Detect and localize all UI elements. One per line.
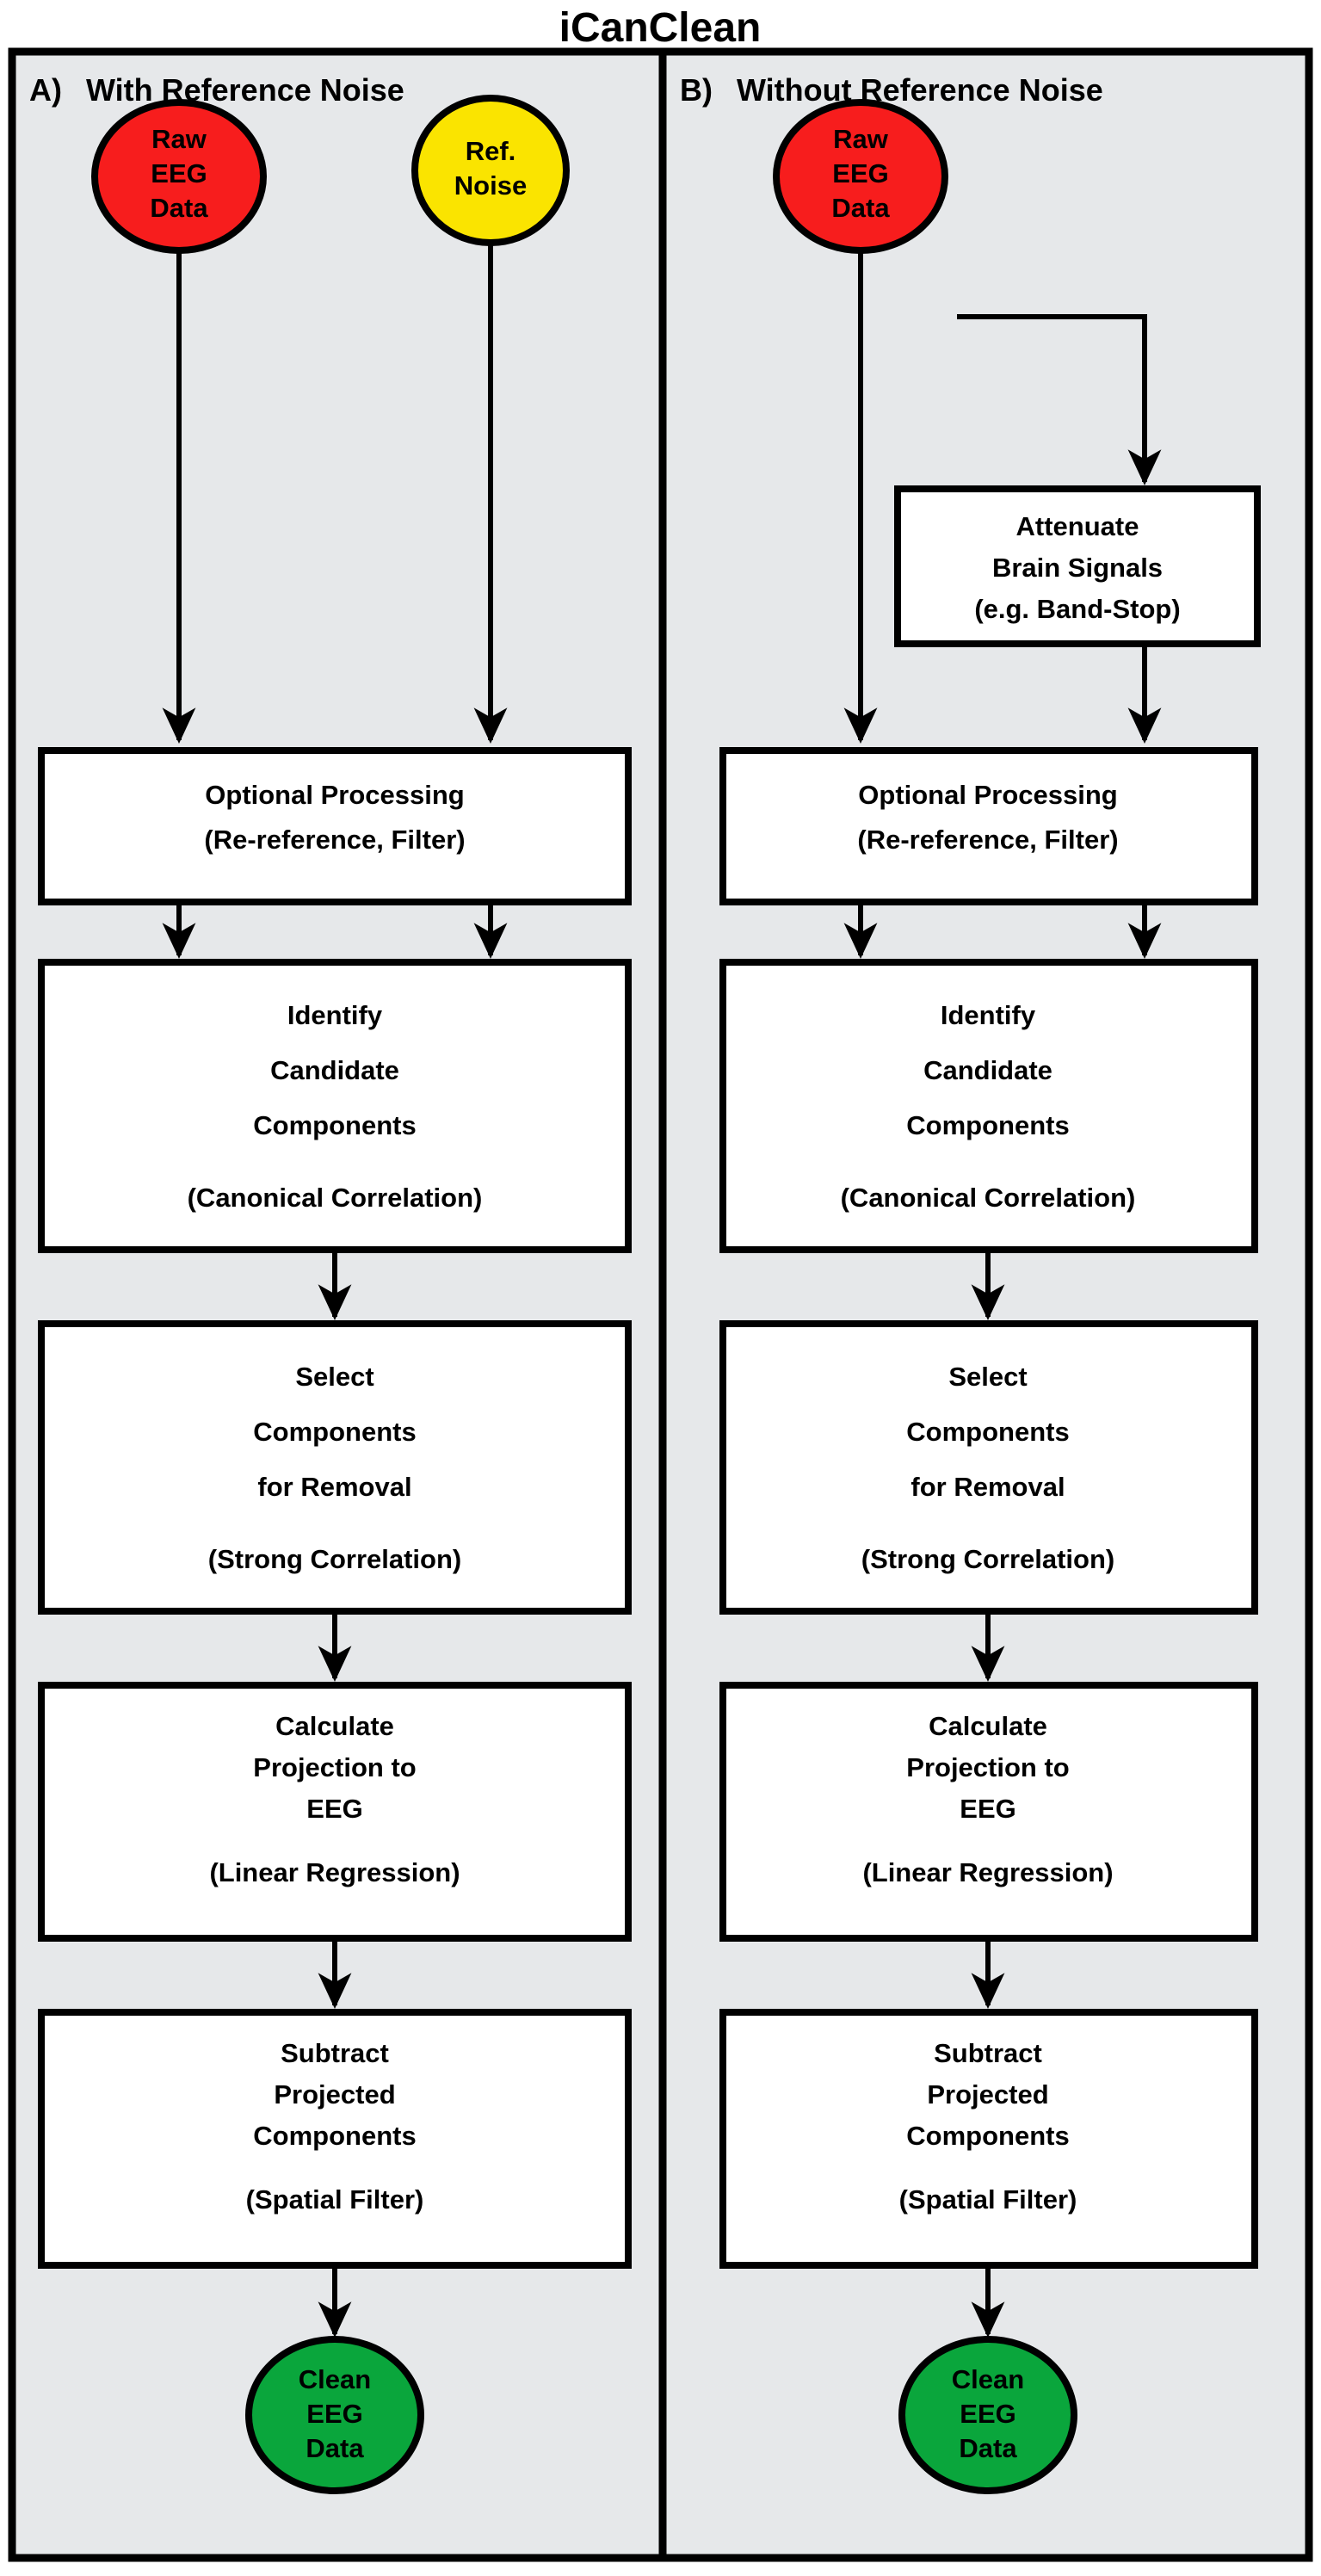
clean-eeg-line-3: Data [959, 2433, 1017, 2463]
optional-processing-line-1: Optional Processing [205, 780, 464, 810]
calculate-projection-box [38, 1682, 632, 1942]
panel-a-select-components-for-removal[interactable]: Select Components for Removal (Strong Co… [38, 1320, 632, 1615]
select-sub: (Strong Correlation) [861, 1544, 1115, 1574]
panel-b-attenuate-brain-signals[interactable]: Attenuate Brain Signals (e.g. Band-Stop) [894, 485, 1261, 647]
subtract-projected-box [719, 2009, 1258, 2269]
raw-eeg-ellipse [773, 99, 948, 254]
page-title: iCanClean [559, 5, 762, 51]
raw-eeg-line-2: EEG [151, 158, 207, 188]
subtract-projected-box [38, 2009, 632, 2269]
panel-b-identify-candidate-components[interactable]: Identify Candidate Components (Canonical… [719, 959, 1258, 1253]
subtract-line-2: Projected [927, 2079, 1048, 2110]
clean-eeg-ellipse [898, 2336, 1077, 2494]
clean-eeg-line-1: Clean [952, 2364, 1024, 2394]
optional-processing-box [719, 747, 1258, 905]
identify-sub: (Canonical Correlation) [188, 1183, 483, 1213]
optional-processing-sub: (Re-reference, Filter) [857, 825, 1118, 855]
panel-b-clean-eeg-node[interactable]: Clean EEG Data [898, 2336, 1077, 2494]
raw-eeg-line-1: Raw [151, 124, 207, 154]
select-line-1: Select [948, 1362, 1027, 1392]
identify-line-2: Candidate [923, 1055, 1052, 1085]
identify-line-1: Identify [941, 1000, 1036, 1030]
select-components-box [719, 1320, 1258, 1615]
raw-eeg-line-1: Raw [833, 124, 889, 154]
subtract-line-1: Subtract [281, 2038, 389, 2068]
select-line-3: for Removal [257, 1472, 411, 1502]
ref-noise-line-1: Ref. [466, 136, 516, 166]
panel-a-tag: A) [29, 72, 62, 108]
subtract-line-1: Subtract [934, 2038, 1042, 2068]
panel-a-ref-noise-node[interactable]: Ref. Noise [411, 95, 570, 246]
optional-processing-line-1: Optional Processing [858, 780, 1117, 810]
identify-candidate-components-box [38, 959, 632, 1253]
identify-line-3: Components [253, 1110, 416, 1140]
panel-b-heading: Without Reference Noise [737, 72, 1103, 108]
clean-eeg-line-1: Clean [299, 2364, 371, 2394]
attenuate-line-3: (e.g. Band-Stop) [974, 594, 1180, 624]
select-line-2: Components [253, 1417, 416, 1447]
optional-processing-box [38, 747, 632, 905]
calculate-line-3: EEG [960, 1794, 1015, 1824]
optional-processing-sub: (Re-reference, Filter) [204, 825, 465, 855]
calculate-sub: (Linear Regression) [862, 1857, 1113, 1887]
edge-raw-to-attenuate-b [957, 314, 1162, 485]
attenuate-line-1: Attenuate [1016, 511, 1139, 541]
select-line-3: for Removal [911, 1472, 1065, 1502]
panel-b-raw-eeg-node[interactable]: Raw EEG Data [773, 99, 948, 254]
panel-a-subtract-projected-components[interactable]: Subtract Projected Components (Spatial F… [38, 2009, 632, 2269]
raw-eeg-line-2: EEG [832, 158, 888, 188]
select-line-1: Select [295, 1362, 373, 1392]
identify-line-3: Components [906, 1110, 1069, 1140]
panel-b-connectors [843, 250, 1162, 2338]
calculate-line-3: EEG [306, 1794, 362, 1824]
attenuate-brain-signals-box [894, 485, 1261, 647]
attenuate-line-2: Brain Signals [992, 553, 1163, 583]
raw-eeg-line-3: Data [150, 193, 208, 223]
subtract-sub: (Spatial Filter) [899, 2184, 1077, 2215]
subtract-sub: (Spatial Filter) [246, 2184, 424, 2215]
clean-eeg-line-2: EEG [306, 2399, 362, 2429]
panel-a-connectors [162, 243, 508, 2338]
identify-sub: (Canonical Correlation) [841, 1183, 1136, 1213]
identify-line-1: Identify [287, 1000, 383, 1030]
panel-b-tag: B) [680, 72, 713, 108]
ref-noise-line-2: Noise [454, 170, 527, 201]
panel-b-calculate-projection-to-eeg[interactable]: Calculate Projection to EEG (Linear Regr… [719, 1682, 1258, 1942]
identify-line-2: Candidate [270, 1055, 399, 1085]
panel-b-select-components-for-removal[interactable]: Select Components for Removal (Strong Co… [719, 1320, 1258, 1615]
calculate-line-2: Projection to [906, 1752, 1069, 1782]
panel-a-raw-eeg-node[interactable]: Raw EEG Data [91, 99, 267, 254]
select-line-2: Components [906, 1417, 1069, 1447]
clean-eeg-line-3: Data [306, 2433, 364, 2463]
calculate-line-1: Calculate [275, 1711, 394, 1741]
select-components-box [38, 1320, 632, 1615]
panel-a-identify-candidate-components[interactable]: Identify Candidate Components (Canonical… [38, 959, 632, 1253]
subtract-line-3: Components [906, 2121, 1069, 2151]
identify-candidate-components-box [719, 959, 1258, 1253]
raw-eeg-ellipse [91, 99, 267, 254]
select-sub: (Strong Correlation) [208, 1544, 462, 1574]
panel-a-heading: With Reference Noise [86, 72, 404, 108]
panel-b-subtract-projected-components[interactable]: Subtract Projected Components (Spatial F… [719, 2009, 1258, 2269]
ref-noise-ellipse [411, 95, 570, 246]
calculate-sub: (Linear Regression) [209, 1857, 460, 1887]
panel-a-clean-eeg-node[interactable]: Clean EEG Data [245, 2336, 424, 2494]
calculate-line-2: Projection to [253, 1752, 416, 1782]
clean-eeg-ellipse [245, 2336, 424, 2494]
clean-eeg-line-2: EEG [960, 2399, 1015, 2429]
panel-a-optional-processing[interactable]: Optional Processing (Re-reference, Filte… [38, 747, 632, 905]
subtract-line-3: Components [253, 2121, 416, 2151]
calculate-line-1: Calculate [929, 1711, 1047, 1741]
raw-eeg-line-3: Data [831, 193, 890, 223]
calculate-projection-box [719, 1682, 1258, 1942]
subtract-line-2: Projected [274, 2079, 395, 2110]
panel-b-optional-processing[interactable]: Optional Processing (Re-reference, Filte… [719, 747, 1258, 905]
panel-a-calculate-projection-to-eeg[interactable]: Calculate Projection to EEG (Linear Regr… [38, 1682, 632, 1942]
